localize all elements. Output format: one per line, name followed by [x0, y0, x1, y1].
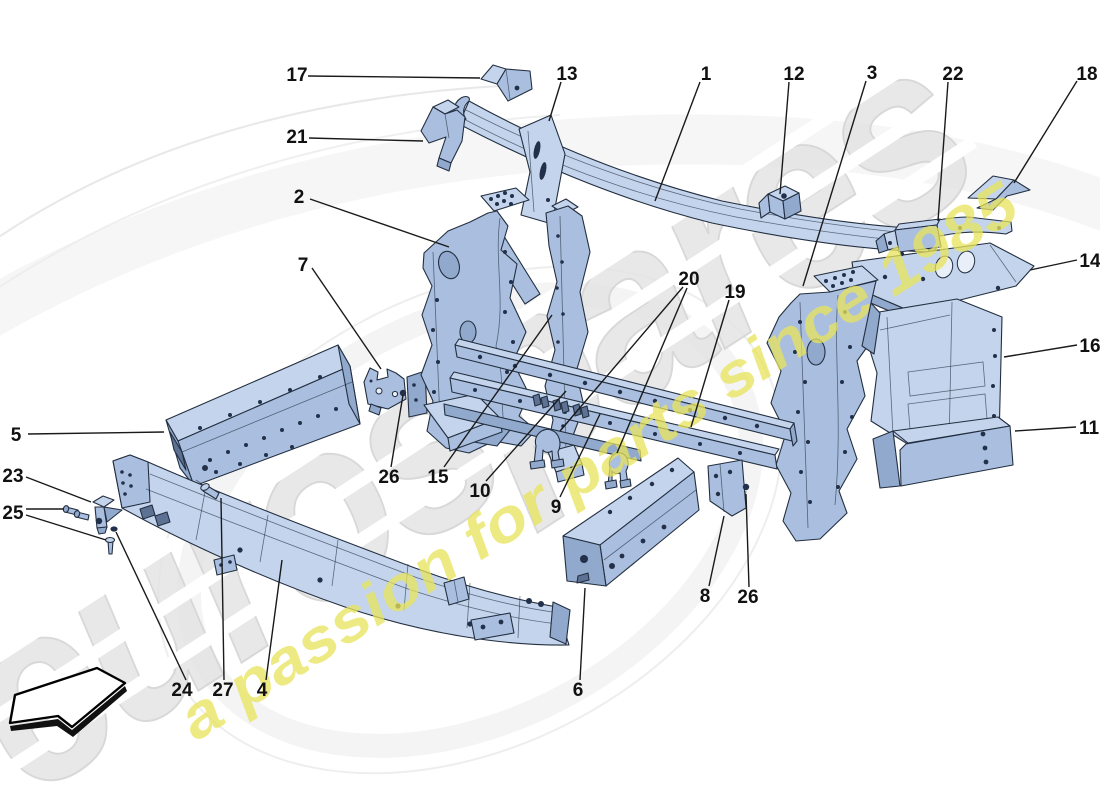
leader-line-26 — [390, 394, 404, 468]
leader-line-26 — [745, 493, 750, 588]
cross-rails — [443, 338, 798, 470]
leader-line-17 — [307, 75, 481, 79]
part-label-13-4[interactable]: 13 — [556, 64, 577, 85]
part-25-bolts — [62, 505, 116, 555]
part-18-corner-bracket — [967, 175, 1031, 211]
part-label-1-5[interactable]: 1 — [701, 64, 712, 85]
leader-line-18 — [1013, 80, 1078, 184]
part-6-side-rail — [562, 457, 700, 587]
part-4-curved-beam — [112, 454, 571, 646]
leader-line-3 — [802, 80, 867, 287]
part-21-hook-bracket — [420, 99, 466, 172]
part-24-nut — [110, 526, 118, 532]
part-label-20-20[interactable]: 20 — [678, 269, 699, 290]
clamp-brackets — [529, 428, 632, 490]
part-label-4-27[interactable]: 4 — [257, 680, 268, 701]
rail-fittings — [532, 393, 590, 419]
leader-line-24 — [115, 531, 187, 681]
leader-line-20 — [616, 287, 688, 454]
part-label-3-7[interactable]: 3 — [867, 63, 878, 84]
part-label-6-24[interactable]: 6 — [573, 680, 584, 701]
part-7-support-bracket — [363, 367, 407, 416]
part-label-19-21[interactable]: 19 — [724, 282, 745, 303]
leader-line-5 — [27, 431, 165, 435]
leader-line-4 — [265, 559, 283, 681]
leader-lines — [25, 75, 1078, 681]
leader-line-27 — [220, 497, 225, 681]
part-label-22-8[interactable]: 22 — [942, 64, 963, 85]
leader-line-20 — [559, 286, 684, 432]
part-11-box-section — [872, 416, 1014, 489]
part-label-5-13[interactable]: 5 — [11, 425, 22, 446]
part-22-scuttle-strip — [875, 216, 1013, 254]
part-label-16-11[interactable]: 16 — [1079, 336, 1100, 357]
leader-line-2 — [309, 198, 450, 248]
part-5-side-rail — [165, 344, 361, 487]
leader-line-14 — [1029, 259, 1078, 271]
part-label-15-17[interactable]: 15 — [427, 467, 449, 488]
leader-line-11 — [1014, 426, 1077, 432]
leader-line-7 — [311, 267, 382, 370]
leader-line-25 — [25, 514, 107, 541]
part-17-upper-bracket — [480, 64, 533, 102]
leader-line-12 — [779, 81, 790, 195]
leader-line-22 — [937, 81, 949, 222]
leader-line-21 — [308, 137, 424, 142]
part-12-clamp-bracket — [758, 185, 802, 220]
leader-line-23 — [25, 476, 92, 503]
part-label-7-3[interactable]: 7 — [298, 255, 309, 276]
part-label-23-14[interactable]: 23 — [2, 466, 23, 487]
part-27-pin — [195, 479, 220, 500]
part-label-17-0[interactable]: 17 — [286, 65, 307, 86]
part-label-26-23[interactable]: 26 — [737, 587, 758, 608]
leader-line-13 — [548, 81, 562, 122]
part-label-2-2[interactable]: 2 — [294, 187, 305, 208]
part-label-21-1[interactable]: 21 — [286, 127, 308, 148]
part-23-bracket — [92, 495, 123, 535]
background-swoosh — [0, 84, 1100, 775]
leader-line-6 — [579, 587, 586, 681]
part-label-8-22[interactable]: 8 — [700, 586, 711, 607]
leader-line-8 — [708, 515, 725, 587]
leader-line-1 — [654, 81, 701, 202]
part-label-12-6[interactable]: 12 — [783, 64, 804, 85]
swirl-watermark — [176, 282, 764, 758]
part-8-gusset-bracket — [707, 459, 747, 517]
part-label-27-26[interactable]: 27 — [212, 680, 233, 701]
leader-line-19 — [690, 299, 730, 428]
leader-line-10 — [485, 390, 567, 482]
part-label-25-15[interactable]: 25 — [2, 503, 24, 524]
part-label-26-16[interactable]: 26 — [378, 467, 399, 488]
part-label-24-25[interactable]: 24 — [171, 680, 193, 701]
part-26-screw-left — [399, 389, 407, 397]
part-16-inner-panel — [866, 298, 1003, 454]
leader-line-9 — [559, 413, 601, 498]
part-label-11-12[interactable]: 11 — [1079, 418, 1100, 439]
leader-line-16 — [1003, 344, 1078, 358]
part-label-14-10[interactable]: 14 — [1079, 251, 1100, 272]
direction-arrow — [8, 666, 127, 737]
part-3-front-pillar-right — [766, 265, 881, 542]
leader-line-15 — [443, 314, 553, 468]
part-label-10-18[interactable]: 10 — [469, 481, 490, 502]
part-label-9-19[interactable]: 9 — [551, 497, 562, 518]
part-label-18-9[interactable]: 18 — [1076, 64, 1097, 85]
